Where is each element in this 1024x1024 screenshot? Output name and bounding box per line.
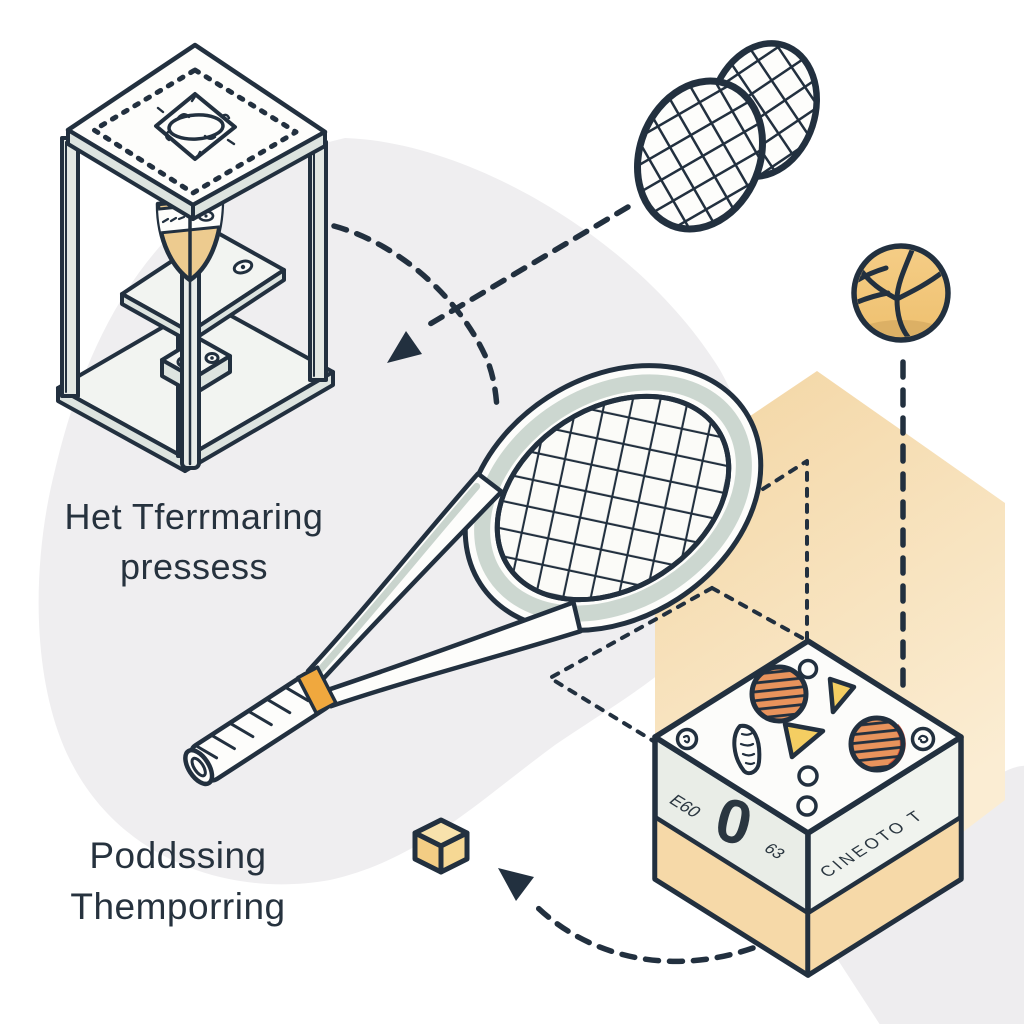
racket-handle xyxy=(183,665,338,787)
guide-corner-line xyxy=(761,459,809,642)
yellow-triangle-icon xyxy=(827,676,857,715)
volleyball-icon xyxy=(851,243,951,343)
small-circle-icon xyxy=(797,765,819,787)
arrow-box-to-cube xyxy=(498,868,756,965)
arrow-ovals-to-press xyxy=(387,204,631,363)
dashed-arrow-icon xyxy=(427,204,631,327)
box-right-band xyxy=(805,814,964,978)
racket-throat xyxy=(305,471,583,709)
box-top-items xyxy=(675,658,936,817)
racket-frame-shading xyxy=(474,374,752,622)
press-machine-icon xyxy=(56,42,335,473)
small-circle-icon xyxy=(910,726,936,752)
racket-grip-band xyxy=(296,665,338,716)
arrowhead xyxy=(498,868,534,901)
press-die-scribble xyxy=(167,113,225,141)
small-circle-icon xyxy=(796,795,818,817)
press-dotted-border xyxy=(91,67,299,196)
ball-shade xyxy=(857,320,945,337)
small-circle-icon xyxy=(797,658,819,680)
guide-ghost-diamond xyxy=(548,586,808,744)
press-legs xyxy=(60,136,328,458)
racket-grip-ticks xyxy=(195,685,310,760)
arrowhead xyxy=(387,331,422,363)
equipment-box-icon: E60 0 63 CINEOTO T xyxy=(652,638,964,978)
press-top-plate xyxy=(65,42,328,221)
tennis-racket-icon xyxy=(183,363,764,787)
material-cube-icon xyxy=(412,817,470,875)
racket-strings xyxy=(497,396,729,600)
orange-disc-icon xyxy=(848,715,906,773)
shuttle-leaf-icon xyxy=(732,723,762,776)
press-shelf-eye-scribble xyxy=(232,259,254,275)
dashed-arrow-icon xyxy=(532,902,756,965)
racket-head-ovals-icon xyxy=(634,40,820,233)
small-circle-icon xyxy=(675,727,699,751)
racket-head-outline-front xyxy=(634,77,766,233)
press-caption: Het Tferrmaring pressess xyxy=(64,496,324,587)
yellow-triangle-icon xyxy=(782,721,826,760)
orange-disc-icon xyxy=(749,664,809,724)
arrow-press-arc xyxy=(331,223,500,411)
packing-caption: Poddssing Themporring xyxy=(70,835,286,928)
press-die-opening xyxy=(154,92,237,161)
ball-seams xyxy=(857,249,945,337)
